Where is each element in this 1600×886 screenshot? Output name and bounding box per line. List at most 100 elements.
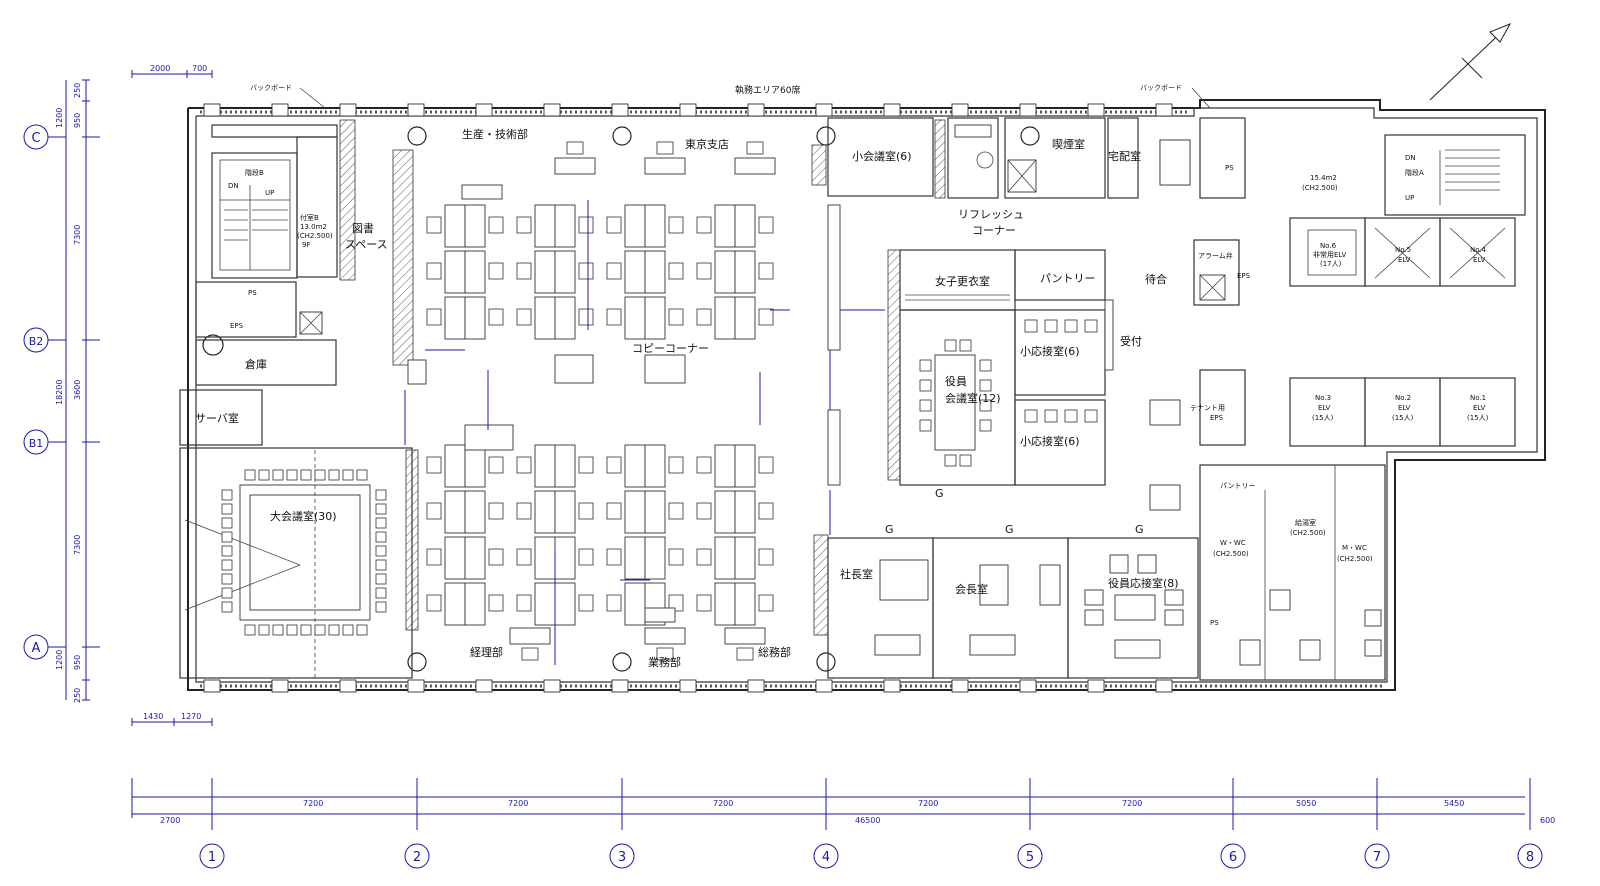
- pantry-room: パントリー: [1014, 249, 1106, 301]
- desk: [534, 490, 556, 534]
- desk: [624, 536, 646, 580]
- elv2-elv: ELV: [1398, 404, 1411, 412]
- chair: [959, 339, 972, 352]
- lobby-label-2: (CH2.500): [1302, 184, 1338, 192]
- chair: [566, 141, 584, 155]
- chair: [758, 502, 774, 520]
- production-label: 生産・技術部: [462, 127, 528, 141]
- grid-col-1: [199, 843, 225, 869]
- desk: [461, 184, 503, 200]
- elv3-label: No.3: [1315, 394, 1331, 402]
- grid-col-5: [1017, 843, 1043, 869]
- chair: [606, 456, 622, 474]
- dim-x-1: 7200: [303, 799, 323, 808]
- chair: [606, 502, 622, 520]
- chair: [696, 502, 712, 520]
- chair: [221, 489, 233, 501]
- tenant-eps-label: テナント用: [1190, 404, 1225, 412]
- elv1-label: No.1: [1470, 394, 1486, 402]
- attach-b-label-2: 13.0m2: [300, 223, 327, 231]
- desk: [554, 536, 576, 580]
- stair-a: DN 階段A UP: [1384, 134, 1526, 216]
- stair-a-up: UP: [1405, 194, 1414, 202]
- chair: [375, 545, 387, 557]
- chair: [356, 624, 368, 636]
- g-label-chairman: G: [1005, 523, 1014, 536]
- chair: [578, 216, 594, 234]
- svg-text:1: 1: [208, 850, 216, 865]
- eps-right-label: EPS: [1237, 272, 1251, 280]
- g-label-exec: G: [935, 487, 944, 500]
- dim-left-250b: 250: [73, 688, 82, 703]
- chair: [1044, 319, 1058, 333]
- smoking-room: [1004, 117, 1106, 199]
- chair: [578, 456, 594, 474]
- desk: [644, 250, 666, 294]
- svg-text:5: 5: [1026, 850, 1034, 865]
- president-label: 社長室: [840, 567, 873, 581]
- desk: [624, 490, 646, 534]
- desk: [644, 204, 666, 248]
- smoking-room-label: 喫煙室: [1052, 137, 1085, 151]
- svg-text:4: 4: [822, 850, 830, 865]
- chair: [516, 594, 532, 612]
- elv3-cap: (15人): [1312, 414, 1334, 422]
- chair: [1044, 409, 1058, 423]
- dim-top-700: 700: [192, 64, 207, 73]
- chair: [758, 262, 774, 280]
- desk: [734, 582, 756, 626]
- dim-left-3600: 3600: [73, 380, 82, 400]
- reception-label: 受付: [1120, 335, 1142, 348]
- chair: [944, 454, 957, 467]
- desk: [444, 444, 466, 488]
- chair: [272, 469, 284, 481]
- pantry-label: パントリー: [1040, 272, 1096, 285]
- chair: [606, 262, 622, 280]
- wc-w-ch: (CH2.500): [1213, 550, 1249, 558]
- large-meeting-label: 大会議室(30): [270, 509, 337, 523]
- chair: [696, 262, 712, 280]
- chair: [488, 216, 504, 234]
- dim-left-total: 18200: [55, 380, 64, 405]
- server-room-label: サーバ室: [195, 411, 239, 425]
- chair: [959, 454, 972, 467]
- attach-b-label-4: 9F: [302, 241, 310, 249]
- elv5-label: No.5: [1395, 246, 1411, 254]
- chair: [606, 548, 622, 566]
- grid-col-3: [609, 843, 635, 869]
- desk: [724, 627, 766, 645]
- chair: [758, 216, 774, 234]
- interior-dimensions: [404, 200, 885, 665]
- exec-meeting-label-2: 会議室(12): [945, 391, 1001, 405]
- desk: [734, 157, 776, 175]
- desk: [734, 204, 756, 248]
- chair: [746, 141, 764, 155]
- desk: [464, 536, 486, 580]
- chair: [979, 379, 992, 392]
- chair: [426, 308, 442, 326]
- desk: [624, 204, 646, 248]
- elv2-cap: (15人): [1392, 414, 1414, 422]
- stair-b: 階段B DN UP: [211, 152, 298, 279]
- tokyo-branch-label: 東京支店: [685, 137, 729, 151]
- dim-bottom-1270: 1270: [181, 712, 201, 721]
- chair: [668, 308, 684, 326]
- desk: [554, 157, 596, 175]
- elv1-elv: ELV: [1473, 404, 1486, 412]
- chair: [272, 624, 284, 636]
- bottom-dimensions: 7200 7200 7200 7200 7200 5050 5450 46500…: [131, 778, 1555, 830]
- dim-x-2: 7200: [508, 799, 528, 808]
- chair: [736, 647, 754, 661]
- desk: [734, 250, 756, 294]
- corridor-wall: [211, 124, 338, 138]
- elevators-bottom: No.3 ELV (15人) No.2 ELV (15人) No.1 ELV (…: [1289, 377, 1516, 447]
- chair: [696, 548, 712, 566]
- dim-x-right: 600: [1540, 816, 1555, 825]
- ps-right-label: PS: [1225, 164, 1234, 172]
- chair: [221, 503, 233, 515]
- hot-water-label: 給湯室: [1295, 518, 1316, 527]
- desk: [534, 204, 556, 248]
- chair: [426, 456, 442, 474]
- dim-left-250a: 250: [73, 83, 82, 98]
- chair: [426, 216, 442, 234]
